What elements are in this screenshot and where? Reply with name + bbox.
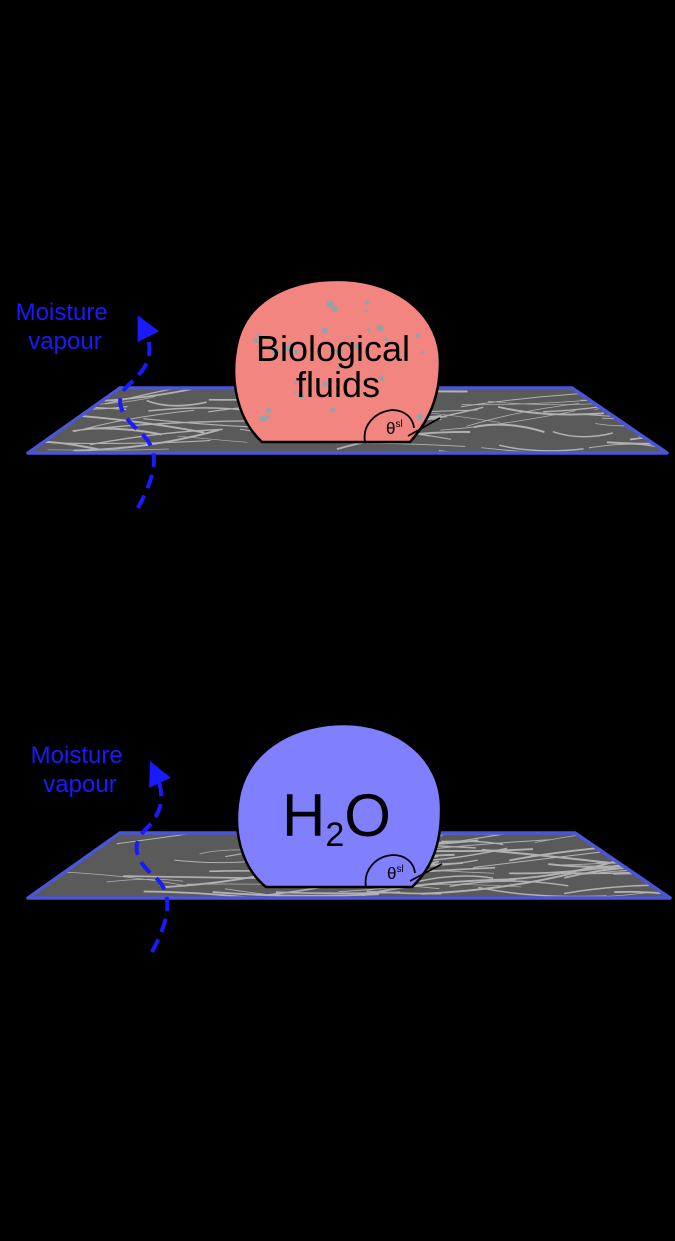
suspended-particles [253,299,425,423]
membrane-fibre [497,405,604,416]
particle [331,305,339,313]
particle [329,349,334,354]
particle [420,350,425,355]
membrane-fibre [466,402,580,427]
membrane-fibre [441,840,504,846]
particle [376,324,384,332]
particle [294,349,299,355]
membrane-fibre [421,871,577,895]
particle [415,333,420,339]
particle [348,356,352,360]
membrane-fibre [143,890,311,898]
particle [336,366,340,370]
contact-angle-arc [364,854,416,888]
membrane-fibre [146,399,207,407]
contact-angle-top: θsl [363,409,441,443]
particle [253,337,259,344]
membrane-fibre [361,878,516,897]
particle [259,415,268,423]
membrane-fibre [552,431,614,438]
droplet-label-subscript: 2 [325,816,344,854]
particle [416,413,423,421]
moisture-label-line2: vapour [43,771,116,798]
moisture-label: Moisture vapour [16,299,115,355]
membrane-outline [26,386,669,455]
particle [364,299,370,305]
panel-bottom: Moisture vapour H2O θsl [26,722,672,953]
droplet-label-line2: fluids [296,364,380,405]
moisture-label-line2: vapour [28,328,101,355]
membrane-fibre [481,447,657,453]
contact-angle-bottom: θsl [364,854,443,888]
particle [384,337,389,342]
moisture-label-line1: Moisture [31,742,123,769]
biological-fluid-droplet [232,278,442,444]
moisture-vapour-arrow [118,315,160,509]
membrane-fibre [177,435,248,443]
particle [322,381,328,387]
membrane-fibre [596,862,670,884]
particle [364,308,368,313]
particle [346,335,350,339]
particle [329,407,336,413]
particle [403,353,408,358]
membrane-fibre [456,833,572,843]
membrane-fibre [72,420,258,432]
particle [271,348,280,356]
droplet-label: Biological fluids [256,328,420,405]
droplet-label: H2O [282,782,391,854]
contact-angle-tangent [407,417,441,437]
membrane-fibre [47,448,169,451]
particle [265,407,272,414]
droplet-label-line1: Biological [256,328,410,369]
membrane-fibre [564,884,670,895]
membrane-fibre [104,388,273,405]
membrane-fibre [614,890,670,898]
particle [266,415,271,419]
moisture-label-line1: Moisture [16,299,108,326]
droplet-label-o: O [344,782,391,849]
particle [379,375,385,381]
particle [293,390,297,394]
membrane-outline [26,831,672,900]
particle [335,347,343,355]
contact-angle-label: θsl [386,419,403,438]
contact-angle-tangent [409,863,443,882]
particle [288,342,295,349]
contact-angle-arc [363,409,415,443]
moisture-vapour-arrow [134,761,171,953]
membrane-fibre [89,428,223,446]
contact-angle-label: θsl [387,864,404,883]
membrane-fibre [481,848,610,864]
particle [321,327,328,334]
moisture-label: Moisture vapour [31,742,130,798]
water-droplet [235,722,443,889]
membrane-fibre [534,833,670,843]
particle [326,300,334,308]
membrane-fibre [414,875,494,883]
membrane-fibre [366,890,442,895]
particle [284,346,290,352]
membrane-fibre [64,439,211,445]
membrane-fibre [499,444,584,452]
panel-top: Moisture vapour Biological fluids θsl [16,278,669,509]
particle [293,381,297,385]
droplet-label-h: H [282,782,325,849]
membrane-fibre [212,891,379,897]
particle [354,343,361,350]
particle [257,333,262,338]
particle [297,392,305,399]
particle [367,328,371,332]
